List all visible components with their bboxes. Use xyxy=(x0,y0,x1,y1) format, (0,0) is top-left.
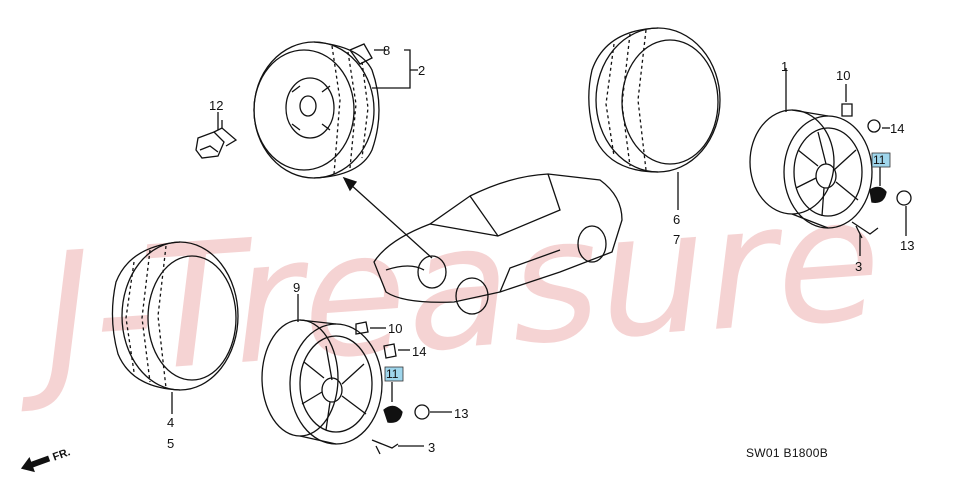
callout-14-front[interactable]: 14 xyxy=(890,121,904,136)
callout-12[interactable]: 12 xyxy=(209,98,223,113)
pointer-arrowhead xyxy=(342,176,358,192)
highlight-box-11-rear xyxy=(384,366,404,382)
vehicle-outline xyxy=(373,173,623,315)
lug-nut-part[interactable] xyxy=(869,186,887,203)
valve-stem-part[interactable] xyxy=(851,221,879,239)
balance-weight-part[interactable] xyxy=(195,120,238,159)
cap-nut-part[interactable] xyxy=(896,190,912,206)
tire-rear-pair[interactable] xyxy=(111,241,239,391)
highlight-box-11-front xyxy=(871,152,891,168)
callout-10-rear[interactable]: 10 xyxy=(388,321,402,336)
wheel-rear[interactable] xyxy=(261,319,383,445)
center-cap-part[interactable] xyxy=(841,103,853,117)
callout-6[interactable]: 6 xyxy=(673,212,680,227)
center-cap-part-rear[interactable] xyxy=(355,321,369,335)
tire-front-pair[interactable] xyxy=(588,27,721,173)
callout-1[interactable]: 1 xyxy=(781,59,788,74)
callout-10-front[interactable]: 10 xyxy=(836,68,850,83)
front-direction-marker: FR. xyxy=(20,446,72,473)
callout-7[interactable]: 7 xyxy=(673,232,680,247)
callout-3-front[interactable]: 3 xyxy=(855,259,862,274)
callout-2[interactable]: 2 xyxy=(418,63,425,78)
callout-8[interactable]: 8 xyxy=(383,43,390,58)
callout-13-rear[interactable]: 13 xyxy=(454,406,468,421)
valve-tag-part[interactable] xyxy=(349,43,373,65)
pointer-arrow xyxy=(349,183,433,259)
cap-nut-part-rear[interactable] xyxy=(414,404,430,420)
front-arrow-icon xyxy=(20,455,51,473)
callout-9[interactable]: 9 xyxy=(293,280,300,295)
tire-wheel-assembly[interactable] xyxy=(253,41,380,179)
callout-11-front[interactable]: 11 xyxy=(873,153,886,167)
weight-clip-part[interactable] xyxy=(867,119,881,133)
callout-5[interactable]: 5 xyxy=(167,436,174,451)
wheel-front[interactable] xyxy=(749,109,873,229)
callout-11-rear[interactable]: 11 xyxy=(386,367,399,381)
lug-nut-part-rear[interactable] xyxy=(383,405,403,423)
front-label: FR. xyxy=(51,446,72,463)
callout-13-front[interactable]: 13 xyxy=(900,238,914,253)
weight-clip-part-rear[interactable] xyxy=(383,343,397,359)
callout-4[interactable]: 4 xyxy=(167,415,174,430)
callout-3-rear[interactable]: 3 xyxy=(428,440,435,455)
callout-14-rear[interactable]: 14 xyxy=(412,344,426,359)
diagram-code: SW01 B1800B xyxy=(746,446,828,460)
valve-stem-part-rear[interactable] xyxy=(371,439,399,455)
